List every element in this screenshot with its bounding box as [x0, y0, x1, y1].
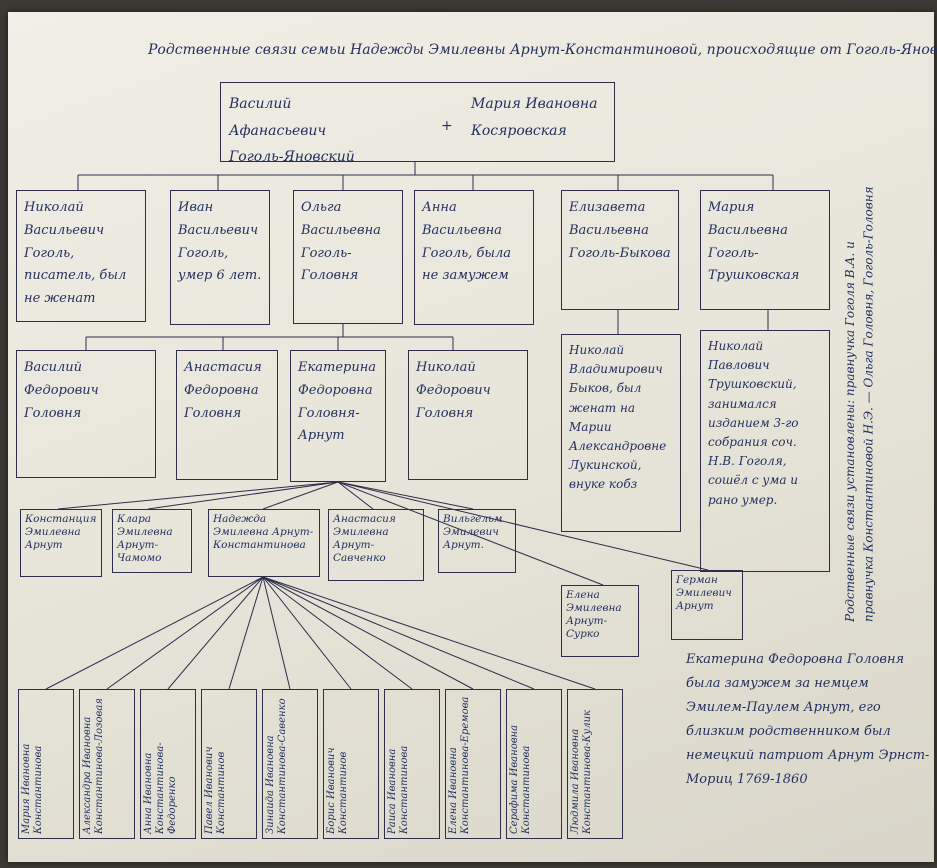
gen4-raisa: Раиса Ивановна Константинова — [384, 689, 440, 839]
tree-connectors — [45, 162, 774, 690]
connector — [262, 576, 474, 690]
gen3-klara: Клара Эмилевна Арнут-Чамомо — [112, 509, 192, 573]
gen2-anastasiya: Анастасия Федоровна Головня — [176, 350, 278, 480]
connector — [337, 481, 374, 510]
paper-sheet: Родственные связи семьи Надежды Эмилевны… — [8, 12, 937, 862]
connector — [337, 481, 709, 571]
gen1-ivan: Иван Васильевич Гоголь, умер 6 лет. — [170, 190, 270, 325]
gen1-anna: Анна Васильевна Гоголь, была не замужем — [414, 190, 534, 325]
connector — [262, 481, 339, 510]
gen1-olga: Ольга Васильевна Гоголь-Головня — [293, 190, 403, 324]
connector — [106, 576, 264, 690]
gen1-nikolai: Николай Васильевич Гоголь, писатель, был… — [16, 190, 146, 322]
connector — [167, 576, 264, 690]
root-right-name: Мария Ивановна Косяровская — [471, 96, 598, 139]
gen2-nikolai-trushkovskii: Николай Павлович Трушковский, занимался … — [700, 330, 830, 572]
bottom-note: Екатерина Федоровна Головня была замужем… — [686, 652, 930, 788]
gen2-nikolai-f: Николай Федорович Головня — [408, 350, 528, 480]
gen2-nikolai-bykov: Николай Владимирович Быков, был женат на… — [561, 334, 681, 532]
side-note: Родственные связи установлены: правнучка… — [843, 186, 876, 622]
connector — [337, 481, 474, 510]
gen4-lyudmila: Людмила Ивановна Константинова-Кулик — [567, 689, 623, 839]
gen3-nadezhda: Надежда Эмилевна Арнут-Константинова — [208, 509, 320, 577]
gen2-ekaterina: Екатерина Федоровна Головня-Арнут — [290, 350, 386, 482]
root-plus: + — [441, 118, 453, 134]
gen1-elizaveta: Елизавета Васильевна Гоголь-Быкова — [561, 190, 679, 310]
gen4-boris: Борис Иванович Константинов — [323, 689, 379, 839]
gen4-pavel: Павел Иванович Константинов — [201, 689, 257, 839]
connector — [262, 576, 596, 690]
gen3-vilgelm: Вильгельм Эмилевич Арнут. — [438, 509, 516, 573]
connector — [337, 481, 604, 586]
gen4-maria: Мария Ивановна Константинова — [18, 689, 74, 839]
root-left-name: Василий Афанасьевич Гоголь-Яновский — [229, 96, 355, 162]
connector — [262, 576, 413, 690]
diagram-title: Родственные связи семьи Надежды Эмилевны… — [148, 42, 937, 58]
connector — [262, 576, 352, 690]
gen4-elena: Елена Ивановна Константинова-Еремова — [445, 689, 501, 839]
gen4-zinaida: Зинаида Ивановна Константинова-Савенко — [262, 689, 318, 839]
connector — [262, 576, 535, 690]
connector — [147, 481, 339, 510]
gen2-vasilii: Василий Федорович Головня — [16, 350, 156, 478]
gen3-konstanciya: Констанция Эмилевна Арнут — [20, 509, 102, 577]
connector — [262, 576, 291, 690]
gen4-anna: Анна Ивановна Константинова-Федоренко — [140, 689, 196, 839]
gen4-aleksandra: Александра Ивановна Константинова-Лозова… — [79, 689, 135, 839]
root-couple-box: Василий Афанасьевич Гоголь-Яновский + Ма… — [220, 82, 615, 162]
gen4-serafima: Серафима Ивановна Константинова — [506, 689, 562, 839]
connector — [57, 481, 339, 510]
gen1-maria: Мария Васильевна Гоголь-Трушковская — [700, 190, 830, 310]
gen3-anastasiya: Анастасия Эмилевна Арнут-Савченко — [328, 509, 424, 581]
connector — [228, 576, 264, 690]
gen3-german: Герман Эмилевич Арнут — [671, 570, 743, 640]
gen3-elena: Елена Эмилевна Арнут-Сурко — [561, 585, 639, 657]
connector — [45, 576, 264, 690]
